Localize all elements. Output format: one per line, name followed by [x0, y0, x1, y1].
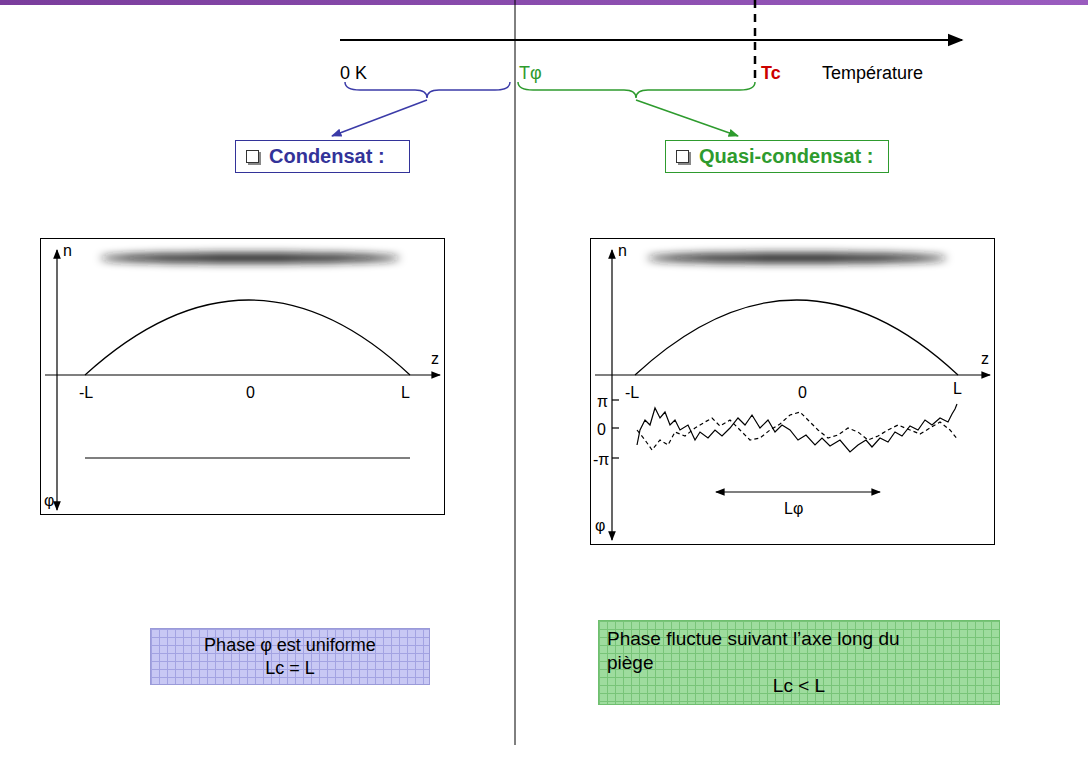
plot-frame: n z -L 0 Lφ	[40, 238, 445, 515]
axis-label: 0	[246, 383, 255, 402]
coherence-length: Lc < L	[773, 674, 825, 698]
brace-arrow	[332, 100, 427, 136]
tick-mark	[612, 427, 619, 428]
atom-cloud	[647, 253, 947, 263]
vertical-axis	[611, 250, 612, 540]
top-bar	[0, 0, 1088, 5]
axis-label: L	[953, 379, 962, 398]
coherence-length: Lc = L	[265, 657, 315, 680]
checkbox-bullet	[676, 150, 689, 163]
density-profile	[85, 300, 410, 375]
axis-value: Tc	[761, 63, 781, 85]
z-axis	[45, 374, 440, 375]
axis-label: z	[981, 349, 989, 368]
section-heading: Quasi-condensat :	[699, 145, 873, 168]
tick-mark	[612, 399, 619, 400]
axis-label: n	[63, 241, 72, 260]
axis-label: φ	[595, 516, 605, 535]
checkbox-bullet	[246, 150, 259, 163]
summary-text: Phase φ est uniforme	[204, 634, 376, 657]
range-brace	[518, 82, 755, 98]
divider-line	[515, 0, 516, 745]
tick-mark	[612, 457, 619, 458]
summary-text: Phase fluctue suivant l’axe long du pièg…	[607, 627, 937, 675]
axis-label: z	[431, 349, 439, 368]
summary-box: Phase φ est uniformeLc = L	[150, 628, 430, 685]
axis-label: φ	[44, 491, 54, 510]
axis-value: 0 K	[340, 63, 367, 85]
axis-title: Température	[822, 63, 923, 85]
axis-label: n	[618, 241, 627, 260]
axis-label: π	[597, 392, 608, 411]
summary-box: Phase fluctue suivant l’axe long du pièg…	[598, 620, 1000, 705]
section-heading-box: Condensat :	[235, 140, 410, 173]
uniform-phase	[85, 457, 410, 458]
axis-label: -π	[593, 450, 609, 469]
axis-label: Lφ	[784, 499, 803, 518]
temperature-axis	[340, 39, 962, 41]
atom-cloud	[100, 253, 400, 263]
z-axis	[595, 374, 990, 375]
axis-label: L	[401, 383, 410, 402]
axis-value: Tφ	[519, 63, 542, 85]
fluctuating-phase	[637, 412, 958, 450]
density-profile	[635, 300, 958, 375]
plot-frame: n z -L 0 Lπ 0 -πLφ φ	[590, 238, 995, 545]
critical-temperature-mark	[754, 0, 757, 78]
coherence-length-arrow	[716, 491, 880, 492]
fluctuating-phase	[637, 404, 957, 452]
axis-label: -L	[625, 383, 639, 402]
axis-label: -L	[79, 383, 93, 402]
range-brace	[345, 82, 510, 98]
axis-label: 0	[798, 383, 807, 402]
vertical-axis	[56, 250, 57, 510]
section-heading: Condensat :	[269, 145, 385, 168]
section-heading-box: Quasi-condensat :	[665, 140, 889, 173]
axis-label: 0	[597, 420, 606, 439]
brace-arrow	[636, 100, 738, 136]
